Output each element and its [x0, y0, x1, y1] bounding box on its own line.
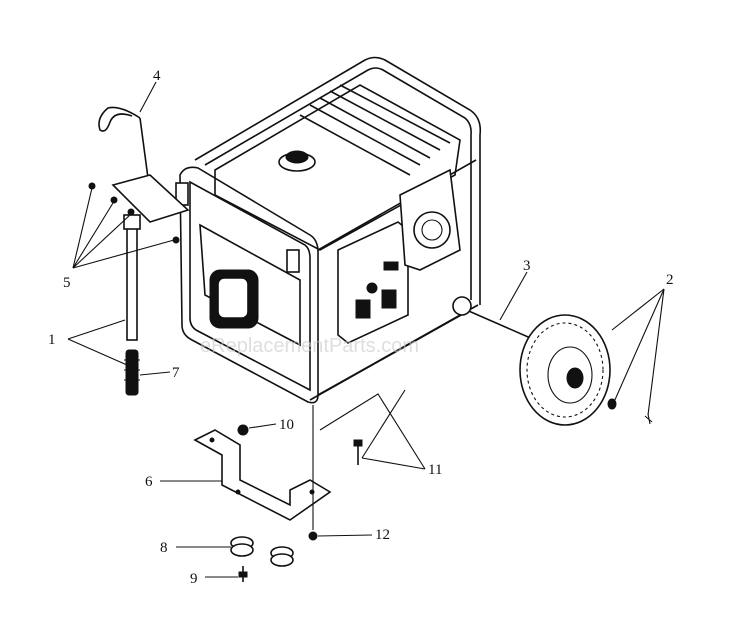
- callout-labels: 1 2 3 4 5 6 7 8 9 10 11 12: [48, 68, 674, 587]
- handle-assembly: [88, 106, 190, 396]
- callout-2: 2: [666, 272, 674, 288]
- callout-8: 8: [160, 540, 168, 556]
- callout-3: 3: [523, 258, 531, 274]
- generator-assembly: [175, 56, 536, 404]
- callout-5: 5: [63, 275, 71, 291]
- wheel-assembly: [519, 314, 653, 426]
- callout-11: 11: [428, 462, 442, 478]
- callout-4: 4: [153, 68, 161, 84]
- callout-12: 12: [375, 527, 390, 543]
- cotter-pin-part: [644, 413, 653, 425]
- callout-9: 9: [190, 571, 198, 587]
- leader-lines: [67, 81, 665, 578]
- nut-part: [237, 424, 249, 436]
- mount-bracket-assembly: [193, 424, 363, 582]
- nut-part: [308, 531, 318, 541]
- callout-10: 10: [279, 417, 294, 433]
- callout-1: 1: [48, 332, 56, 348]
- callout-6: 6: [145, 474, 153, 490]
- callout-7: 7: [172, 365, 180, 381]
- watermark-text: eReplacementParts.com: [200, 335, 419, 357]
